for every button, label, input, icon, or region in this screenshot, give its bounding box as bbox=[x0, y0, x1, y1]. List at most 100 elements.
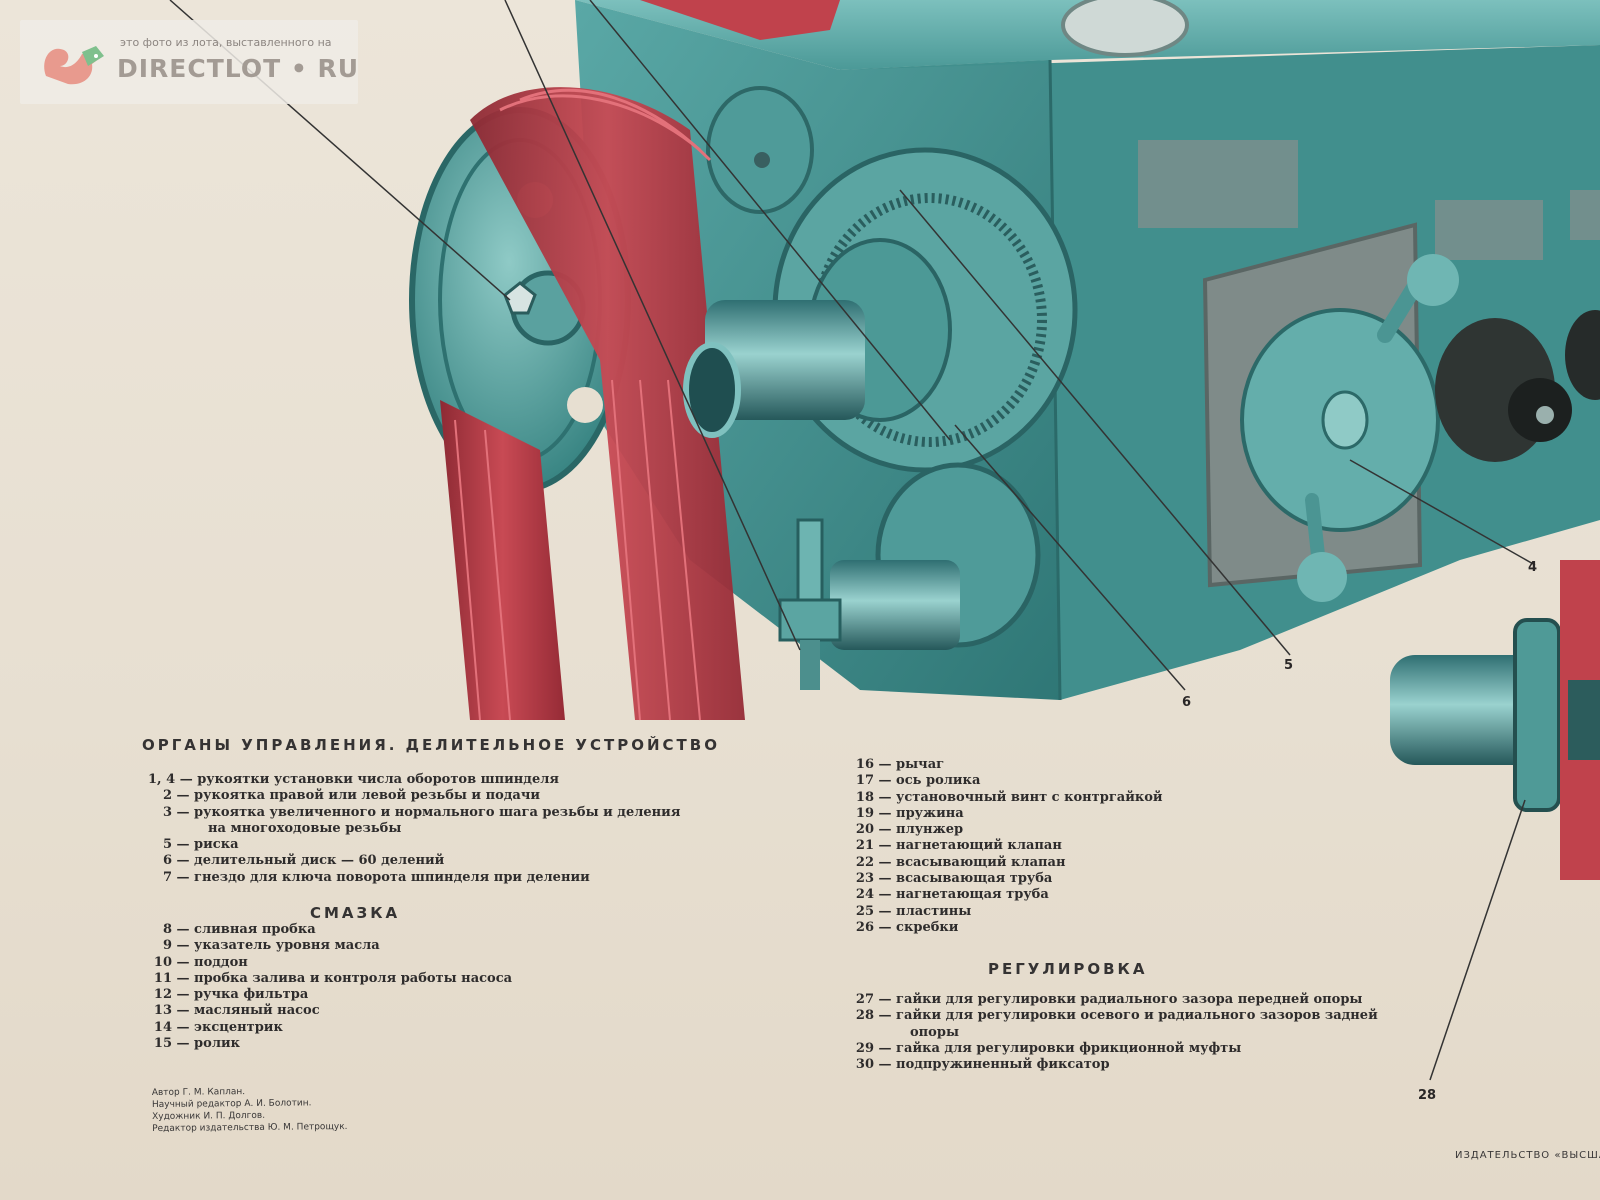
legend-item-number: 17 bbox=[855, 773, 874, 789]
legend-item-number: 16 bbox=[855, 757, 874, 772]
lower-shaft-housing bbox=[778, 462, 1041, 690]
legend-item-number: 7 bbox=[162, 869, 172, 885]
legend-item-text: — установочный винт с контргайкой bbox=[878, 789, 1163, 805]
legend-item-text: — рукоятка правой или левой резьбы и под… bbox=[176, 788, 541, 804]
legend-item-text: — пластины bbox=[878, 903, 972, 919]
legend-item: 17 — ось ролика bbox=[850, 773, 1163, 789]
legend-item-continuation: на многоходовые резьбы bbox=[148, 821, 680, 837]
legend-item-text: — пружина bbox=[878, 805, 964, 821]
legend-item-text: — плунжер bbox=[878, 822, 964, 838]
legend-item-text: — сливная пробка bbox=[176, 922, 316, 937]
legend-item: 7 — гнездо для ключа поворота шпинделя п… bbox=[148, 870, 680, 886]
watermark-brand: DIRECTLOT • RU bbox=[117, 54, 360, 83]
legend-item: 20 — плунжер bbox=[850, 822, 1163, 838]
legend-item-text: — гайки для регулировки радиального зазо… bbox=[878, 992, 1363, 1007]
callout-6: 6 bbox=[1182, 695, 1192, 710]
callout-28: 28 bbox=[1418, 1088, 1437, 1103]
legend-item: 12 — ручка фильтра bbox=[148, 987, 512, 1003]
legend-item: 30 — подпружиненный фиксатор bbox=[850, 1057, 1378, 1073]
legend-item-text: — подпружиненный фиксатор bbox=[878, 1057, 1110, 1073]
callout-5: 5 bbox=[1284, 658, 1294, 673]
legend-item-text: — гайка для регулировки фрикционной муфт… bbox=[878, 1040, 1242, 1056]
legend-item-number: 6 bbox=[162, 853, 172, 869]
legend-item: 15 — ролик bbox=[148, 1036, 512, 1052]
v-belts bbox=[440, 87, 745, 721]
cover-disk bbox=[706, 86, 814, 214]
legend-item-text: — всасывающий клапан bbox=[878, 854, 1066, 870]
legend-item: 13 — масляный насос bbox=[148, 1003, 512, 1019]
legend-item-text: — рукоятки установки числа оборотов шпин… bbox=[179, 772, 559, 787]
rear-bearing-assembly bbox=[1390, 560, 1600, 880]
legend-item: 18 — установочный винт с контргайкой bbox=[850, 790, 1163, 806]
legend-item-number: 1, 4 bbox=[148, 772, 176, 787]
legend-item: 5 — риска bbox=[148, 837, 680, 853]
legend-item-text: — делительный диск — 60 делений bbox=[176, 853, 445, 869]
legend-item: 14 — эксцентрик bbox=[148, 1020, 512, 1036]
legend-item-number: 20 bbox=[855, 822, 874, 838]
controls-heading: ОРГАНЫ УПРАВЛЕНИЯ. ДЕЛИТЕЛЬНОЕ УСТРОЙСТВ… bbox=[142, 736, 720, 754]
legend-item: 21 — нагнетающий клапан bbox=[850, 838, 1163, 854]
legend-item-text: — указатель уровня масла bbox=[176, 938, 380, 954]
top-red-parts bbox=[640, 0, 1189, 57]
callout-leaders bbox=[169, 0, 1536, 1081]
legend-item-text: — нагнетающий клапан bbox=[878, 838, 1062, 854]
squirrel-logo-icon bbox=[44, 46, 104, 85]
legend-item: 29 — гайка для регулировки фрикционной м… bbox=[850, 1041, 1378, 1057]
legend-item-number: 22 bbox=[855, 854, 874, 870]
legend-item-number: 28 bbox=[855, 1008, 874, 1024]
watermark-banner: это фото из лота, выставленного на DIREC… bbox=[20, 20, 358, 104]
legend-item-number: 15 bbox=[153, 1036, 172, 1052]
legend-item-text: — пробка залива и контроля работы насоса bbox=[176, 970, 513, 986]
legend-item-text: — гнездо для ключа поворота шпинделя при… bbox=[176, 869, 590, 885]
legend-item: 24 — нагнетающая труба bbox=[850, 887, 1163, 903]
legend-item-number: 25 bbox=[855, 903, 874, 919]
legend-item: 8 — сливная пробка bbox=[148, 922, 512, 938]
legend-item-number: 29 bbox=[855, 1040, 874, 1056]
legend-item-continuation-text: на многоходовые резьбы bbox=[208, 820, 402, 836]
legend-item-number: 8 bbox=[162, 922, 172, 937]
legend-item: 28 — гайки для регулировки осевого и рад… bbox=[850, 1008, 1378, 1024]
legend-item: 1, 4 — рукоятки установки числа оборотов… bbox=[148, 772, 680, 788]
adjustment-heading: РЕГУЛИРОВКА bbox=[988, 960, 1148, 978]
legend-item-text: — эксцентрик bbox=[176, 1019, 283, 1035]
legend-item: 3 — рукоятка увеличенного и нормального … bbox=[148, 805, 680, 821]
legend-item-number: 19 bbox=[855, 805, 874, 821]
legend-item-continuation-text: опоры bbox=[910, 1024, 959, 1040]
credits-block: Автор Г. М. Каплан. Научный редактор А. … bbox=[152, 1085, 348, 1135]
legend-item-number: 12 bbox=[153, 987, 172, 1003]
legend-item-number: 10 bbox=[153, 954, 172, 970]
legend-item-text: — поддон bbox=[176, 954, 248, 970]
publisher-imprint: ИЗДАТЕЛЬСТВО «ВЫСША bbox=[1455, 1150, 1600, 1161]
callout-4: 4 bbox=[1528, 560, 1538, 575]
legend-item: 26 — скребки bbox=[850, 920, 1163, 936]
legend-item-text: — масляный насос bbox=[176, 1003, 320, 1019]
legend-item-number: 9 bbox=[162, 938, 172, 954]
legend-item: 25 — пластины bbox=[850, 904, 1163, 920]
legend-item-text: — всасывающая труба bbox=[878, 871, 1053, 887]
adjustment-legend: 27 — гайки для регулировки радиального з… bbox=[850, 992, 1378, 1073]
legend-item: 19 — пружина bbox=[850, 806, 1163, 822]
legend-item-text: — рукоятка увеличенного и нормального ша… bbox=[176, 804, 681, 820]
legend-item-text: — ручка фильтра bbox=[176, 987, 309, 1003]
legend-item: 9 — указатель уровня масла bbox=[148, 938, 512, 954]
legend-item-number: 30 bbox=[855, 1057, 874, 1073]
watermark-caption: это фото из лота, выставленного на bbox=[120, 36, 332, 49]
legend-item-number: 23 bbox=[855, 871, 874, 887]
legend-item: 27 — гайки для регулировки радиального з… bbox=[850, 992, 1378, 1008]
legend-item: 10 — поддон bbox=[148, 955, 512, 971]
legend-item: 16 — рычаг bbox=[850, 757, 1163, 773]
legend-item: 22 — всасывающий клапан bbox=[850, 855, 1163, 871]
legend-item-number: 27 bbox=[855, 992, 874, 1007]
legend-item-number: 18 bbox=[855, 789, 874, 805]
legend-item-text: — ролик bbox=[176, 1036, 241, 1052]
legend-item-number: 26 bbox=[855, 919, 874, 935]
spindle-dividing-disk bbox=[683, 147, 1078, 473]
legend-item-continuation: опоры bbox=[850, 1025, 1378, 1041]
legend-item-number: 13 bbox=[153, 1003, 172, 1019]
legend-item-text: — ось ролика bbox=[878, 773, 981, 789]
legend-item: 2 — рукоятка правой или левой резьбы и п… bbox=[148, 788, 680, 804]
control-panel bbox=[1202, 222, 1600, 602]
legend-item-text: — риска bbox=[176, 837, 239, 853]
